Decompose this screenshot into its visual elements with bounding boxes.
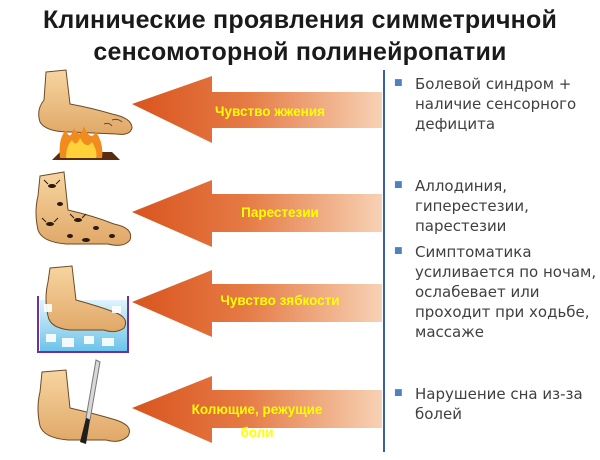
foot-insects-icon: [35, 171, 132, 246]
symptom-text: Болевой синдром + наличие сенсорного деф…: [415, 75, 577, 133]
foot-ice-water-icon: [37, 265, 129, 353]
bullet-square-icon: ■: [394, 388, 403, 398]
title-line-2: сенсомоторной полинейропатии: [93, 38, 507, 66]
arrow-label-stabbing-line2: боли: [240, 425, 273, 440]
symptom-item: ■ Нарушение сна из-за болей: [394, 384, 598, 424]
bullet-square-icon: ■: [394, 180, 403, 190]
symptom-text: Нарушение сна из-за болей: [415, 385, 583, 423]
arrow-stabbing-pain: Колющие, режущие боли: [132, 376, 382, 443]
title-line-1: Клинические проявления симметричной: [42, 6, 558, 34]
bullet-square-icon: ■: [394, 78, 403, 88]
arrow-label-paresthesia: Парестезии: [241, 205, 319, 220]
symptom-text: Симптоматика усиливается по ночам, ослаб…: [415, 243, 597, 341]
symptom-item: ■ Болевой синдром + наличие сенсорного д…: [394, 74, 598, 134]
page-title: Клинические проявления симметричной сенс…: [0, 4, 600, 68]
arrow-paresthesia: Парестезии: [132, 180, 382, 247]
arrow-burning: Чувство жжения: [132, 76, 382, 143]
bullet-square-icon: ■: [394, 246, 403, 256]
arrow-chilliness: Чувство зябкости: [132, 270, 382, 337]
arrow-label-chilliness: Чувство зябкости: [220, 293, 339, 308]
symptom-item: ■ Аллодиния, гиперестезии, парестезии: [394, 176, 598, 236]
arrow-label-burning: Чувство жжения: [215, 104, 325, 119]
symptom-item: ■ Симптоматика усиливается по ночам, осл…: [394, 242, 598, 342]
foot-fire-icon: [38, 69, 133, 160]
symptom-text: Аллодиния, гиперестезии, парестезии: [415, 177, 529, 235]
arrow-label-stabbing-line1: Колющие, режущие: [192, 402, 323, 417]
foot-knife-icon: [37, 359, 130, 444]
